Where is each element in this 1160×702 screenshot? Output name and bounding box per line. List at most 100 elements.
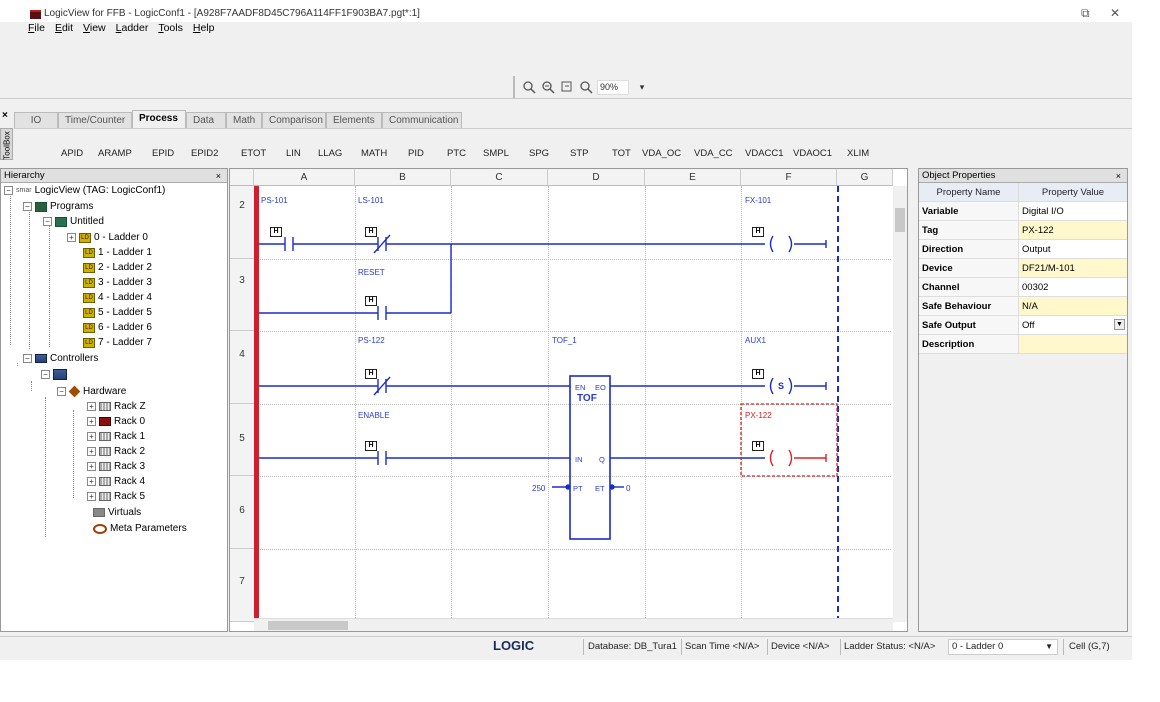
tab-io[interactable]: IO — [14, 112, 58, 128]
tab-time-counter[interactable]: Time/Counter — [58, 112, 132, 128]
tool-apid[interactable]: APID — [61, 148, 84, 159]
tree-rack-0[interactable]: + Rack 0 — [87, 416, 145, 427]
tab-math[interactable]: Math — [226, 112, 262, 128]
tool-ptc[interactable]: PTC — [447, 148, 466, 159]
column-header-b[interactable]: B — [355, 169, 451, 186]
tool-aramp[interactable]: ARAMP — [98, 148, 132, 159]
tree-root[interactable]: − smar LogicView (TAG: LogicConf1) — [4, 185, 165, 196]
tree-ladder-1[interactable]: LD 1 - Ladder 1 — [83, 247, 152, 258]
property-row[interactable]: Tag PX-122 — [919, 221, 1127, 240]
collapse-icon[interactable]: − — [23, 354, 32, 363]
dropdown-arrow-icon[interactable]: ▼ — [1045, 642, 1053, 651]
property-row[interactable]: Variable Digital I/O — [919, 202, 1127, 221]
zoom-dropdown-icon[interactable]: ▾ — [639, 81, 645, 92]
tree-ladder-2[interactable]: LD 2 - Ladder 2 — [83, 262, 152, 273]
property-value-select[interactable]: Off▼ — [1019, 316, 1127, 334]
tab-process[interactable]: Process — [132, 110, 186, 128]
tree-ladder-0[interactable]: + LD 0 - Ladder 0 — [67, 232, 148, 243]
hierarchy-close-icon[interactable]: × — [215, 171, 221, 181]
tree-ladder-6[interactable]: LD 6 - Ladder 6 — [83, 322, 152, 333]
column-header-g[interactable]: G — [837, 169, 893, 186]
tof-pt-value[interactable]: 250 — [532, 484, 546, 493]
property-row[interactable]: Description — [919, 335, 1127, 354]
toolbox-close-icon[interactable]: × — [2, 110, 8, 121]
ladder-horizontal-scrollbar[interactable] — [254, 618, 893, 631]
menu-file[interactable]: File — [28, 22, 45, 34]
property-row[interactable]: Safe Behaviour N/A — [919, 297, 1127, 316]
property-row[interactable]: Channel 00302 — [919, 278, 1127, 297]
expand-icon[interactable]: + — [87, 402, 96, 411]
property-row[interactable]: Safe Output Off▼ — [919, 316, 1127, 335]
tool-epid2[interactable]: EPID2 — [191, 148, 219, 159]
tool-epid[interactable]: EPID — [152, 148, 175, 159]
column-header-f[interactable]: F — [741, 169, 837, 186]
ladder-select[interactable]: 0 - Ladder 0 ▼ — [948, 639, 1058, 655]
tab-elements[interactable]: Elements — [326, 112, 382, 128]
property-value[interactable]: DF21/M-101 — [1019, 259, 1127, 277]
tool-tot[interactable]: TOT — [612, 148, 631, 159]
column-header-d[interactable]: D — [548, 169, 645, 186]
row-header-3[interactable]: 3 — [230, 259, 254, 331]
menu-tools[interactable]: Tools — [158, 22, 183, 34]
row-header-5[interactable]: 5 — [230, 404, 254, 476]
tool-vda-cc[interactable]: VDA_CC — [694, 148, 733, 159]
expand-icon[interactable]: + — [87, 432, 96, 441]
tab-data[interactable]: Data — [186, 112, 226, 128]
zoom-out-icon[interactable] — [540, 79, 556, 95]
tool-stp[interactable]: STP — [570, 148, 589, 159]
close-window-icon[interactable]: ✕ — [1110, 6, 1121, 20]
tree-ladder-5[interactable]: LD 5 - Ladder 5 — [83, 307, 152, 318]
property-value[interactable]: Digital I/O — [1019, 202, 1127, 220]
tree-controllers[interactable]: − Controllers — [23, 353, 98, 364]
tool-llag[interactable]: LLAG — [318, 148, 343, 159]
tool-lin[interactable]: LIN — [286, 148, 301, 159]
tool-pid[interactable]: PID — [408, 148, 424, 159]
ladder-vertical-scrollbar[interactable] — [893, 186, 907, 622]
tool-etot[interactable]: ETOT — [241, 148, 267, 159]
collapse-icon[interactable]: − — [41, 370, 50, 379]
row-header-6[interactable]: 6 — [230, 476, 254, 549]
tool-smpl[interactable]: SMPL — [483, 148, 509, 159]
tab-comparison[interactable]: Comparison — [262, 112, 326, 128]
zoom-in-icon[interactable] — [521, 79, 537, 95]
tree-rack-z[interactable]: + Rack Z — [87, 401, 146, 412]
column-header-c[interactable]: C — [451, 169, 548, 186]
tab-communication[interactable]: Communication — [382, 112, 462, 128]
expand-icon[interactable]: + — [87, 492, 96, 501]
property-row[interactable]: Direction Output — [919, 240, 1127, 259]
tree-programs[interactable]: − Programs — [23, 201, 93, 212]
tool-math[interactable]: MATH — [361, 148, 388, 159]
zoom-page-icon[interactable] — [578, 79, 594, 95]
expand-icon[interactable]: + — [87, 462, 96, 471]
collapse-icon[interactable]: − — [57, 387, 66, 396]
property-value[interactable]: PX-122 — [1019, 221, 1127, 239]
tool-spg[interactable]: SPG — [529, 148, 550, 159]
row-header-7[interactable]: 7 — [230, 549, 254, 622]
expand-icon[interactable]: + — [67, 233, 76, 242]
tree-meta-parameters[interactable]: Meta Parameters — [93, 523, 187, 534]
tree-rack-4[interactable]: + Rack 4 — [87, 476, 145, 487]
property-value[interactable]: 00302 — [1019, 278, 1127, 296]
property-value[interactable] — [1019, 335, 1127, 353]
collapse-icon[interactable]: − — [23, 202, 32, 211]
collapse-icon[interactable]: − — [43, 217, 52, 226]
menu-ladder[interactable]: Ladder — [115, 22, 149, 34]
menu-help[interactable]: Help — [192, 22, 215, 34]
property-value[interactable]: Output — [1019, 240, 1127, 258]
tree-ladder-7[interactable]: LD 7 - Ladder 7 — [83, 337, 152, 348]
ladder-editor[interactable]: A B C D E F G 2 3 4 5 6 7 — [229, 168, 908, 632]
zoom-level-field[interactable]: 90% — [597, 79, 629, 95]
column-header-e[interactable]: E — [645, 169, 741, 186]
property-row[interactable]: Device DF21/M-101 — [919, 259, 1127, 278]
expand-icon[interactable]: + — [87, 417, 96, 426]
tree-virtuals[interactable]: Virtuals — [93, 507, 141, 518]
dropdown-arrow-icon[interactable]: ▼ — [1114, 319, 1125, 330]
tree-rack-3[interactable]: + Rack 3 — [87, 461, 145, 472]
restore-icon[interactable]: ⧉ — [1081, 6, 1090, 20]
collapse-icon[interactable]: − — [4, 186, 13, 195]
property-value[interactable]: N/A — [1019, 297, 1127, 315]
zoom-fit-icon[interactable] — [559, 79, 575, 95]
tree-controller-node[interactable]: − — [41, 369, 67, 380]
tree-ladder-4[interactable]: LD 4 - Ladder 4 — [83, 292, 152, 303]
tool-vdaoc1[interactable]: VDAOC1 — [793, 148, 833, 159]
